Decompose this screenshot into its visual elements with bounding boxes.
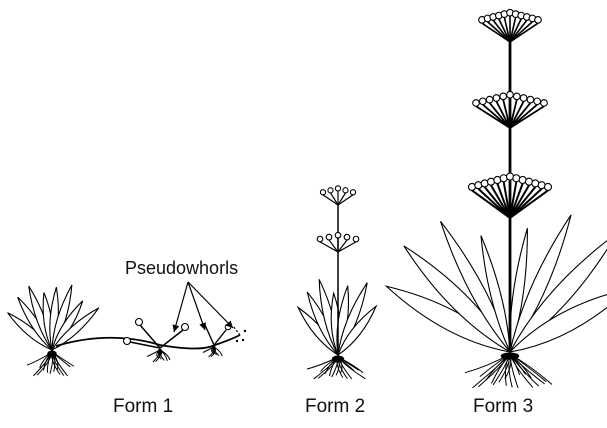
- node-dot: [244, 330, 246, 332]
- form-1-label: Form 1: [113, 396, 173, 418]
- flower-bud: [344, 234, 350, 240]
- flower-bud: [545, 183, 552, 190]
- flower-bud: [480, 98, 487, 105]
- flower-bud: [493, 95, 500, 102]
- pedicel: [160, 330, 183, 348]
- flower-bud: [541, 100, 548, 107]
- pedicel: [338, 193, 346, 205]
- root-crown: [158, 349, 162, 356]
- flower-bud: [500, 93, 507, 100]
- flower-bud: [353, 236, 359, 242]
- flower-bud: [124, 338, 131, 345]
- root-crown: [501, 353, 519, 360]
- pedicel: [320, 242, 338, 252]
- pedicel: [329, 240, 338, 252]
- flower-bud: [317, 236, 323, 242]
- flower-bud: [350, 190, 355, 195]
- flower-bud: [527, 96, 534, 103]
- flower-bud: [535, 17, 542, 24]
- pedicel: [205, 325, 214, 345]
- flower-bud: [514, 93, 521, 100]
- flower-bud: [136, 319, 143, 326]
- flower-bud: [486, 96, 493, 103]
- flower-bud: [328, 188, 333, 193]
- pedicel: [338, 240, 347, 252]
- flower-bud: [507, 91, 514, 98]
- root-crown: [212, 346, 216, 353]
- arrow-line: [188, 282, 233, 328]
- flower-bud: [534, 98, 541, 105]
- arrow-line: [188, 282, 205, 330]
- form-3-plant: [386, 9, 607, 388]
- pedicel: [233, 326, 240, 335]
- flower-bud: [335, 232, 341, 238]
- pseudowhorl-arrows: [173, 282, 233, 332]
- flower-bud: [320, 190, 325, 195]
- pseudowhorl-1: [124, 319, 189, 362]
- form-1-plant: [8, 285, 240, 376]
- form-2-plant: [298, 186, 376, 379]
- pedicel: [331, 193, 339, 205]
- pseudowhorl-3: [233, 326, 246, 342]
- flower-bud: [343, 188, 348, 193]
- root-crown: [47, 351, 57, 358]
- pedicel: [323, 195, 338, 205]
- flower-bud: [335, 186, 340, 191]
- node-dot: [236, 340, 238, 342]
- flower-bud: [326, 234, 332, 240]
- flower-bud: [520, 95, 527, 102]
- arrowhead: [173, 324, 180, 332]
- flower-bud: [473, 100, 480, 107]
- form-3-label: Form 3: [473, 396, 533, 418]
- pedicel: [338, 195, 353, 205]
- form-2-label: Form 2: [305, 396, 365, 418]
- flower-bud: [182, 324, 189, 331]
- root-crown: [332, 356, 344, 363]
- node-dot: [242, 339, 244, 341]
- pseudowhorls-label: Pseudowhorls: [125, 258, 238, 279]
- pedicel: [338, 242, 356, 252]
